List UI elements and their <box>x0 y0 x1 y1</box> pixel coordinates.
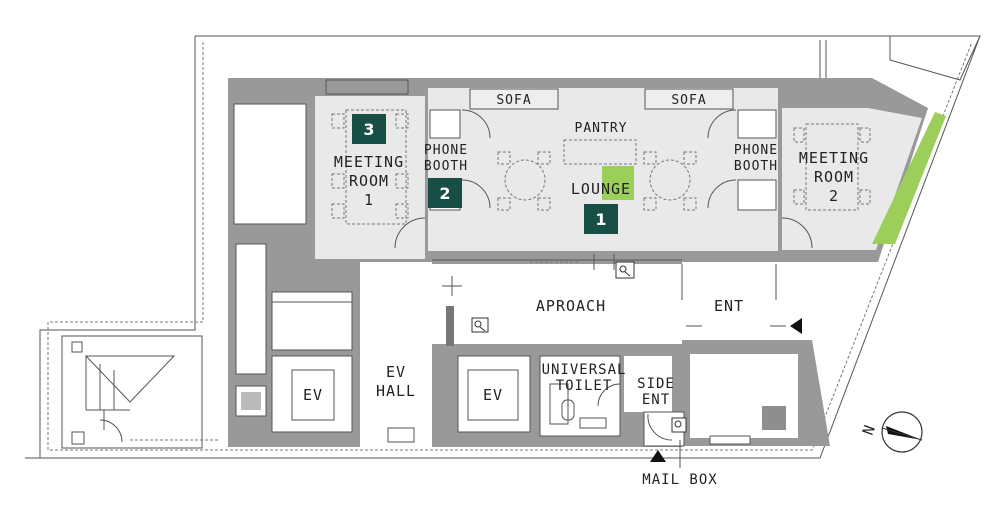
compass-label: N <box>859 422 879 438</box>
ev-right-label: EV <box>483 386 503 404</box>
universal-toilet-line1: UNIVERSAL <box>542 362 627 378</box>
key-icon <box>471 317 489 333</box>
svg-text:1: 1 <box>595 210 606 229</box>
north-arrow-icon: N <box>859 411 923 453</box>
ev-hall-floor <box>360 264 432 434</box>
site-boundary <box>25 35 981 459</box>
phone-booth-left-line1: PHONE <box>424 143 468 158</box>
key-icon <box>615 261 635 279</box>
mail-box-label: MAIL BOX <box>642 472 717 488</box>
universal-toilet-line2: TOILET <box>556 378 613 394</box>
facade-lines <box>432 254 786 327</box>
sofa-left-label: SOFA <box>496 93 531 108</box>
side-ent-line1: SIDE <box>637 376 675 392</box>
meeting-room-2-label-line3: 2 <box>829 187 839 205</box>
entrance-arrow-icon <box>790 318 802 334</box>
meeting-room-1-label-line1: MEETING <box>334 153 404 171</box>
ent-floor <box>682 264 812 340</box>
phone-booth-left-line2: BOOTH <box>424 159 468 174</box>
side-ent-line2: ENT <box>642 392 670 408</box>
meeting-room-1-label-line2: ROOM <box>349 172 389 190</box>
meeting-room-2-label-line2: ROOM <box>814 168 854 186</box>
ev-hall-label-line1: EV <box>386 363 406 381</box>
meeting-room-1-label-line3: 1 <box>364 191 374 209</box>
ev-left-box <box>271 355 353 433</box>
greenery-pot <box>602 166 634 200</box>
greenery-strip <box>872 112 946 244</box>
svg-text:2: 2 <box>439 184 450 203</box>
upper-rooms <box>315 88 946 259</box>
aproach-label: APROACH <box>536 297 606 315</box>
sofa-right-label: SOFA <box>671 93 706 108</box>
svg-text:3: 3 <box>363 120 374 139</box>
phone-booth-right-line1: PHONE <box>734 143 778 158</box>
mailbox-arrow-icon <box>650 450 666 462</box>
ev-hall-label-line2: HALL <box>376 382 416 400</box>
ent-label: ENT <box>714 297 744 315</box>
badge-2: 2 <box>428 178 462 208</box>
exterior-stair <box>61 335 220 449</box>
pantry-label: PANTRY <box>575 121 628 136</box>
key-icon <box>671 417 687 433</box>
left-core <box>233 103 307 417</box>
meeting-room-2-label-line1: MEETING <box>799 149 869 167</box>
phone-booth-right-line2: BOOTH <box>734 159 778 174</box>
badge-3: 3 <box>352 114 386 144</box>
side-ent-floor <box>624 356 672 412</box>
lounge-label: LOUNGE <box>571 180 631 198</box>
badge-1: 1 <box>584 204 618 234</box>
ev-left-label: EV <box>303 386 323 404</box>
